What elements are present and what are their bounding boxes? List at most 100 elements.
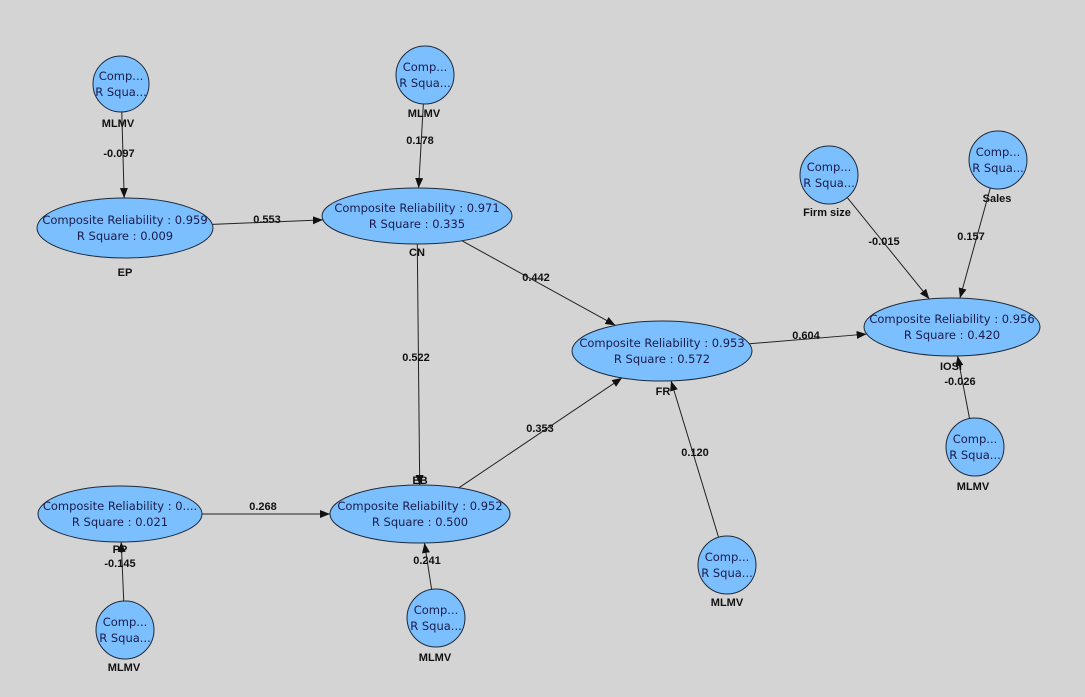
- construct-mlmv-fr[interactable]: Comp...R Squa...MLMV: [697, 535, 757, 609]
- construct-label: PP: [113, 544, 128, 556]
- construct-label: IOSI: [940, 361, 962, 373]
- path-coefficient: -0.097: [103, 148, 134, 160]
- composite-reliability-text: Comp...: [953, 432, 998, 446]
- path-mlmv_iosi-to-iosi[interactable]: -0.026: [944, 355, 976, 419]
- path-mlmv_ep-to-ep[interactable]: -0.097: [103, 111, 135, 199]
- path-mlmv_eb-to-eb[interactable]: 0.241: [413, 542, 441, 590]
- construct-firm-size[interactable]: Comp...R Squa...Firm size: [799, 145, 859, 219]
- construct-label: CN: [409, 247, 425, 259]
- path-arrow[interactable]: [958, 187, 991, 299]
- construct-pp[interactable]: Composite Reliability : 0....R Square : …: [37, 485, 203, 556]
- construct-circle[interactable]: [945, 417, 1005, 477]
- path-arrow[interactable]: [117, 541, 126, 602]
- r-square-text: R Squa...: [399, 76, 451, 90]
- construct-circle[interactable]: [95, 600, 155, 660]
- construct-ellipse[interactable]: [863, 297, 1041, 357]
- construct-mlmv-pp[interactable]: Comp...R Squa...MLMV: [95, 600, 155, 674]
- construct-ellipse[interactable]: [329, 484, 511, 544]
- r-square-text: R Squa...: [410, 619, 462, 633]
- construct-label: MLMV: [108, 662, 141, 674]
- edges-layer: -0.097 0.178 0.553 0.442 0.522 0.353 0.268 -0.1…: [103, 103, 991, 602]
- path-coefficient: 0.442: [522, 272, 550, 284]
- path-coefficient: 0.268: [249, 501, 277, 513]
- composite-reliability-text: Comp...: [976, 145, 1021, 159]
- path-coefficient: 0.120: [681, 447, 709, 459]
- path-arrow[interactable]: [461, 240, 616, 326]
- r-square-text: R Square : 0.500: [372, 515, 468, 529]
- construct-label: MLMV: [419, 652, 452, 664]
- path-coefficient: 0.553: [253, 214, 281, 226]
- construct-circle[interactable]: [395, 45, 455, 105]
- path-sales-to-iosi[interactable]: 0.157: [957, 187, 991, 299]
- path-fr-to-iosi[interactable]: 0.604: [749, 330, 867, 345]
- construct-ep[interactable]: Composite Reliability : 0.959 R Square : …: [36, 197, 214, 279]
- path-pp-to-eb[interactable]: 0.268: [202, 501, 330, 518]
- construct-ellipse[interactable]: [571, 320, 753, 382]
- path-arrow[interactable]: [422, 542, 433, 590]
- path-arrow[interactable]: [119, 111, 128, 199]
- path-mlmv_pp-to-pp[interactable]: -0.145: [104, 541, 136, 602]
- r-square-text: R Square : 0.420: [904, 328, 1000, 342]
- construct-sales[interactable]: Comp...R Squa...Sales: [968, 130, 1028, 205]
- r-square-text: R Squa...: [972, 161, 1024, 175]
- path-eb-to-fr[interactable]: 0.353: [458, 377, 623, 489]
- construct-mlmv-eb[interactable]: Comp... R Squa... MLMV: [406, 588, 466, 664]
- path-cn-to-fr[interactable]: 0.442: [461, 240, 616, 326]
- composite-reliability-text: Comp...: [414, 603, 459, 617]
- path-arrow[interactable]: [415, 103, 424, 189]
- path-ep-to-cn[interactable]: 0.553: [212, 214, 323, 226]
- composite-reliability-text: Composite Reliability : 0.959: [42, 213, 207, 227]
- construct-mlmv-ep[interactable]: Comp...R Squa...MLMV: [92, 55, 150, 130]
- path-arrow[interactable]: [846, 197, 930, 300]
- construct-label: MLMV: [957, 481, 990, 493]
- path-coefficient: 0.353: [526, 423, 554, 435]
- r-square-text: R Squa...: [99, 631, 151, 645]
- composite-reliability-text: Comp...: [403, 60, 448, 74]
- path-coefficient: -0.026: [944, 376, 975, 388]
- construct-label: EB: [412, 475, 427, 487]
- construct-circle[interactable]: [406, 588, 466, 648]
- path-arrow[interactable]: [955, 355, 971, 419]
- construct-fr[interactable]: Composite Reliability : 0.953 R Square : …: [571, 320, 753, 398]
- composite-reliability-text: Composite Reliability : 0.971: [334, 201, 499, 215]
- construct-mlmv-iosi[interactable]: Comp...R Squa...MLMV: [945, 417, 1005, 493]
- path-arrow[interactable]: [212, 216, 323, 225]
- construct-mlmv-cn[interactable]: Comp...R Squa...MLMV: [395, 45, 455, 120]
- composite-reliability-text: Composite Reliability : 0.953: [579, 336, 744, 350]
- composite-reliability-text: Comp...: [807, 160, 852, 174]
- path-arrow[interactable]: [415, 243, 424, 486]
- construct-ellipse[interactable]: [37, 485, 203, 543]
- construct-label: MLMV: [711, 597, 744, 609]
- construct-label: MLMV: [102, 118, 135, 130]
- path-coefficient: 0.522: [402, 352, 430, 364]
- path-coefficient: 0.604: [792, 330, 820, 342]
- construct-circle[interactable]: [799, 145, 859, 205]
- path-mlmv_cn-to-cn[interactable]: 0.178: [406, 103, 434, 189]
- r-square-text: R Square : 0.572: [614, 352, 710, 366]
- composite-reliability-text: Composite Reliability : 0.952: [337, 499, 502, 513]
- path-arrow[interactable]: [749, 330, 867, 345]
- construct-circle[interactable]: [697, 535, 757, 595]
- construct-label: EP: [118, 267, 133, 279]
- construct-label: FR: [656, 386, 671, 398]
- path-arrow[interactable]: [670, 380, 720, 538]
- path-mlmv_fr-to-fr[interactable]: 0.120: [670, 380, 720, 538]
- path-arrow[interactable]: [458, 377, 623, 489]
- path-cn-to-eb[interactable]: 0.522: [402, 243, 430, 486]
- path-firm_size-to-iosi[interactable]: -0.015: [846, 197, 930, 300]
- construct-ellipse[interactable]: [36, 197, 214, 259]
- construct-circle[interactable]: [92, 55, 150, 113]
- construct-eb[interactable]: Composite Reliability : 0.952 R Square : …: [329, 475, 511, 544]
- construct-circle[interactable]: [968, 130, 1028, 190]
- nodes-layer: Comp... R Squa... MLMV Composite Reliabilit…: [36, 45, 1041, 674]
- r-square-text: R Squa...: [95, 85, 147, 99]
- r-square-text: R Square : 0.009: [77, 229, 173, 243]
- path-coefficient: 0.241: [413, 555, 441, 567]
- construct-ellipse[interactable]: [321, 187, 513, 245]
- path-coefficient: 0.157: [957, 231, 985, 243]
- r-square-text: R Squa...: [803, 176, 855, 190]
